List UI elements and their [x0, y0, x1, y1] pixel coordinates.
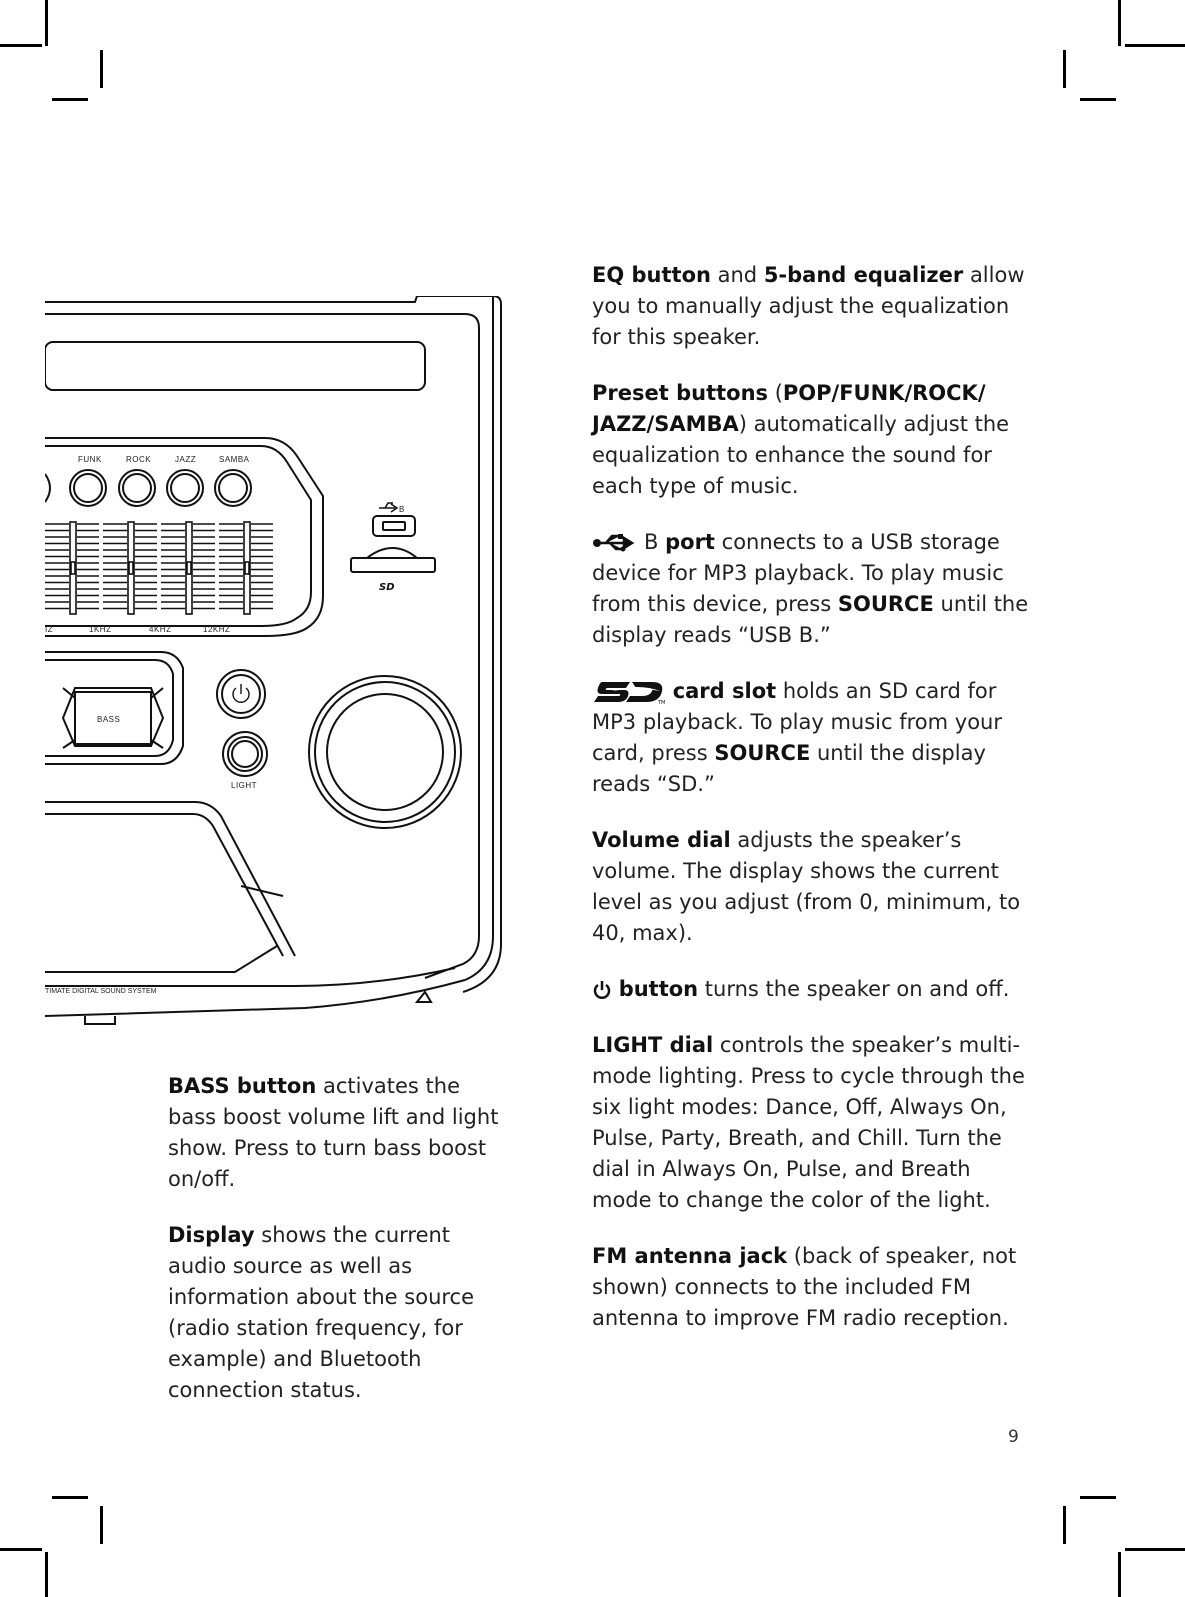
bass-button: BASS — [61, 687, 165, 749]
light-term: LIGHT dial — [592, 1033, 714, 1057]
usb-description: B port connects to a USB storage device … — [592, 527, 1032, 651]
usb-port: B — [372, 502, 416, 537]
bass-label: BASS — [97, 715, 120, 724]
usb-text-2: until the display reads “USB B.” — [592, 592, 1029, 647]
sd-logo-icon: TM — [594, 682, 665, 705]
usb-icon — [593, 534, 635, 552]
power-icon — [593, 981, 611, 999]
display-description: Display shows the current audio source a… — [168, 1220, 513, 1406]
equalizer-sliders — [45, 521, 273, 615]
usb-source-term: SOURCE — [837, 592, 934, 616]
display-text: shows the current audio source as well a… — [168, 1223, 475, 1402]
light-text: controls the speaker’s multi-mode lighti… — [592, 1033, 1025, 1212]
light-label: LIGHT — [231, 781, 257, 790]
speaker-front-panel-illustration: FUNK ROCK JAZZ SAMBA IZ 1KHZ 4KHZ 12KHZ … — [45, 296, 502, 1025]
equalizer-term: 5-band equalizer — [763, 263, 964, 287]
sd-description: TM card slot holds an SD card for MP3 pl… — [592, 676, 1032, 800]
freq-label-1khz: 1KHZ — [89, 625, 111, 634]
right-text-column: EQ button and 5-band equalizer allow you… — [592, 260, 1032, 1359]
freq-label-0: IZ — [45, 625, 53, 634]
footer-brand-text: TIMATE DIGITAL SOUND SYSTEM — [45, 988, 157, 995]
page-number: 9 — [1008, 1427, 1019, 1447]
preset-names: POP/FUNK/ROCK/ JAZZ/SAMBA — [592, 381, 986, 436]
sd-text-2: until the display reads “SD.” — [592, 741, 986, 796]
svg-text:TM: TM — [657, 700, 665, 705]
usb-glyph: B — [644, 530, 659, 554]
preset-text: ) automatically adjust the equalization … — [592, 412, 1010, 498]
preset-open: ( — [768, 381, 783, 405]
light-description: LIGHT dial controls the speaker’s multi-… — [592, 1030, 1032, 1216]
volume-dial — [308, 675, 462, 829]
left-text-column: BASS button activates the bass boost vol… — [168, 1071, 513, 1431]
power-description: button turns the speaker on and off. — [592, 974, 1032, 1005]
volume-text: adjusts the speaker’s volume. The displa… — [592, 828, 1021, 945]
eq-term: EQ button — [592, 263, 711, 287]
sd-slot-term: card slot — [672, 679, 777, 703]
eq-text: allow you to manually adjust the equaliz… — [592, 263, 1025, 349]
preset-label-rock: ROCK — [126, 455, 151, 464]
power-term: button — [618, 977, 699, 1001]
sd-text-1: holds an SD card for MP3 playback. To pl… — [592, 679, 1002, 765]
sd-card-slot: SD — [350, 547, 436, 593]
eq-description: EQ button and 5-band equalizer allow you… — [592, 260, 1032, 353]
sd-source-term: SOURCE — [714, 741, 811, 765]
light-dial: LIGHT — [222, 731, 268, 790]
bass-term: BASS button — [168, 1074, 317, 1098]
display-term: Display — [168, 1223, 255, 1247]
usb-label: B — [399, 505, 405, 514]
preset-label-samba: SAMBA — [219, 455, 250, 464]
freq-label-4khz: 4KHZ — [149, 625, 171, 634]
freq-label-12khz: 12KHZ — [203, 625, 230, 634]
preset-description: Preset buttons (POP/FUNK/ROCK/ JAZZ/SAMB… — [592, 378, 1032, 502]
preset-buttons — [45, 469, 252, 507]
bass-text: activates the bass boost volume lift and… — [168, 1074, 499, 1191]
usb-text-1: connects to a USB storage device for MP3… — [592, 530, 1004, 616]
preset-label-funk: FUNK — [78, 455, 102, 464]
eq-mid: and — [710, 263, 764, 287]
power-button — [216, 669, 266, 719]
usb-port-term: port — [665, 530, 715, 554]
preset-label-jazz: JAZZ — [175, 455, 196, 464]
sd-logo-icon: SD — [379, 582, 395, 593]
power-text: turns the speaker on and off. — [698, 977, 1010, 1001]
fm-term: FM antenna jack — [592, 1244, 788, 1268]
volume-description: Volume dial adjusts the speaker’s volume… — [592, 825, 1032, 949]
bass-description: BASS button activates the bass boost vol… — [168, 1071, 513, 1195]
fm-text: (back of speaker, not shown) connects to… — [592, 1244, 1017, 1330]
preset-term: Preset buttons — [592, 381, 769, 405]
fm-description: FM antenna jack (back of speaker, not sh… — [592, 1241, 1032, 1334]
volume-term: Volume dial — [592, 828, 731, 852]
